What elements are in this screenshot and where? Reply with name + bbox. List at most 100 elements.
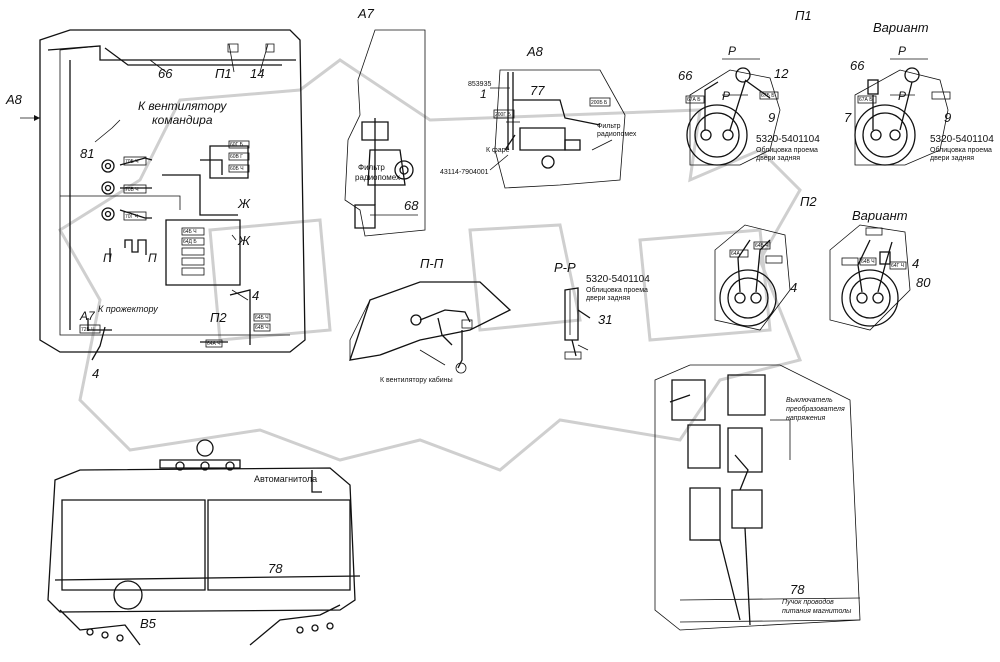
wire-77-label: 77 [530,83,545,98]
to-headlight-label: К фаре [486,147,510,154]
p1-ref-label: П1 [215,66,232,81]
tag-text: 64Г Ч [891,263,904,269]
car-radio-label: Автомагнитола [254,474,317,484]
rr-title: Р-Р [554,260,576,275]
variant1-p-mid-label: Р [898,89,906,103]
tag-text: 72Б Ч [81,327,95,333]
p2-4-label: 4 [790,280,797,295]
a8-detail [489,69,626,189]
tag-text: 64В Ч [861,259,875,265]
zh-label-2: Ж [237,233,251,248]
rr-desc-label-2: двери задняя [586,295,630,302]
bundle-label-1: Пучок проводов [782,598,834,606]
wire-14-label: 14 [250,66,264,81]
a7-filter-label-1: Фильтр [358,163,385,172]
variant1-p-top-label: Р [898,44,906,58]
wire-4-bottom-label: 4 [92,366,99,381]
tag-text: 60В Г [230,154,243,160]
tag-text: 64А Ч [207,341,221,347]
a7-title: А7 [357,6,375,21]
p2-ref-label: П2 [210,310,227,325]
fan-commander-label-2: командира [152,113,213,127]
bundle-label-2: питания магнитолы [782,608,852,615]
variant1-title: Вариант [873,20,929,35]
tag-text: 200Г Б [495,112,511,118]
tag-text: 67Б Б [761,93,775,99]
wire-68-label: 68 [404,198,419,213]
p1-p-mid-label: Р [722,89,730,103]
p1-part-label: 5320-5401104 [756,134,820,145]
cab-tags [79,140,271,348]
variant1-7-label: 7 [844,110,852,125]
wire-31-label: 31 [598,312,612,327]
switches-label-2: преобразователя [786,405,845,413]
tag-text: 67А Б [859,97,873,103]
watermark [57,58,803,472]
a7-detail [344,29,426,237]
tag-text: 64Б Ч [183,229,197,235]
pp-section [349,281,512,374]
wire-66-label: 66 [158,66,173,81]
switches-label-3: напряжения [786,415,826,422]
variant1-66-label: 66 [850,58,865,73]
p1-desc-label-1: Облицовка проема [756,146,818,154]
code-43114-label: 43114-7904001 [440,169,489,176]
wire-4-mid-label: 4 [252,288,259,303]
variant1-desc-label-2: двери задняя [930,155,974,162]
a8-filter-label-1: Фильтр [597,123,621,130]
b5-label: В5 [140,616,157,631]
variant1-socket [854,58,951,166]
wire-1-label: 1 [480,87,487,101]
tag-text: 60Г Б [230,142,244,148]
tag-text: 64А [731,251,741,257]
tag-text: 70В Ч [125,187,139,193]
p1-desc-label-2: двери задняя [756,155,800,162]
p2-title: П2 [800,194,817,209]
wire-78-right-label: 78 [790,582,805,597]
variant1-desc-label-1: Облицовка проема [930,146,992,154]
zh-label-1: Ж [237,196,251,211]
p1-title: П1 [795,8,812,23]
variant1-9-label: 9 [944,110,951,125]
projector-label: К прожектору [98,304,158,314]
connector-tag-texts: 70Б Ч 70В Ч 70Г Ч 60Г Б 60В Г 60Б Ч 64Б … [81,93,904,347]
rear-view [47,439,361,646]
p1-12-label: 12 [774,66,789,81]
tag-text: 64В Ч [255,325,269,331]
tag-text: 70Г Ч [125,214,138,220]
variant2-4-label: 4 [912,256,919,271]
rr-part-label: 5320-5401104 [586,274,650,285]
switches-label-1: Выключатель [786,397,833,404]
a8-title: А8 [526,44,544,59]
tag-text: 64Б Ч [755,243,769,249]
tag-text: 67А Б [687,97,701,103]
tag-text: 200Б Б [591,100,608,106]
variant2-socket [829,224,911,331]
p2-socket [714,224,791,331]
cab-harness [20,43,269,361]
section-p-right-label: П [148,251,157,265]
tag-text: 70Б Ч [125,159,139,165]
wire-78-bottom-label: 78 [268,561,283,576]
a8-arrow-label: А8 [5,92,23,107]
p1-9-label: 9 [768,110,775,125]
dashboard-panel [654,364,861,631]
a8-filter-label-2: радиопомех [597,131,637,138]
p1-66-label: 66 [678,68,693,83]
labels: А8 П1 66 14 К вентилятору командира 81 П… [5,6,994,631]
variant2-80-label: 80 [916,275,931,290]
cab-panel [39,29,306,353]
pp-title: П-П [420,256,444,271]
rr-section [564,287,591,360]
wire-81-label: 81 [80,146,94,161]
fan-cabin-label: К вентилятору кабины [380,376,453,384]
p1-socket [685,58,781,166]
tag-text: 64Б Ч [255,315,269,321]
fan-commander-label-1: К вентилятору [138,99,227,113]
tag-text: 60Б Ч [230,166,244,172]
variant1-part-label: 5320-5401104 [930,134,994,145]
p1-p-top-label: Р [728,44,736,58]
tag-text: 64Д Б [183,239,197,245]
code-853935-label: 853935 [468,81,491,88]
